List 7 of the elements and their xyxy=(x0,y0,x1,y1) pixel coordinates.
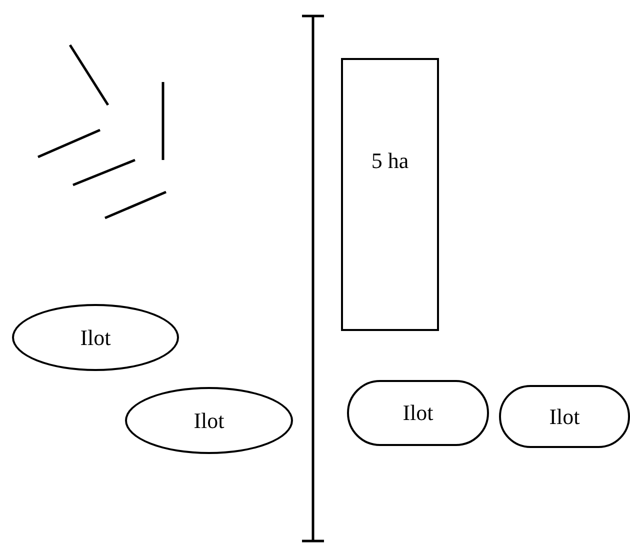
ilot-label: Ilot xyxy=(194,408,224,434)
area-rectangle xyxy=(341,58,439,331)
ilot-rounded-box xyxy=(499,385,630,448)
ilot-label: Ilot xyxy=(402,400,434,426)
ilot-label: Ilot xyxy=(549,404,580,430)
ilot-label: Ilot xyxy=(80,324,111,350)
area-label: 5 ha xyxy=(371,148,409,174)
